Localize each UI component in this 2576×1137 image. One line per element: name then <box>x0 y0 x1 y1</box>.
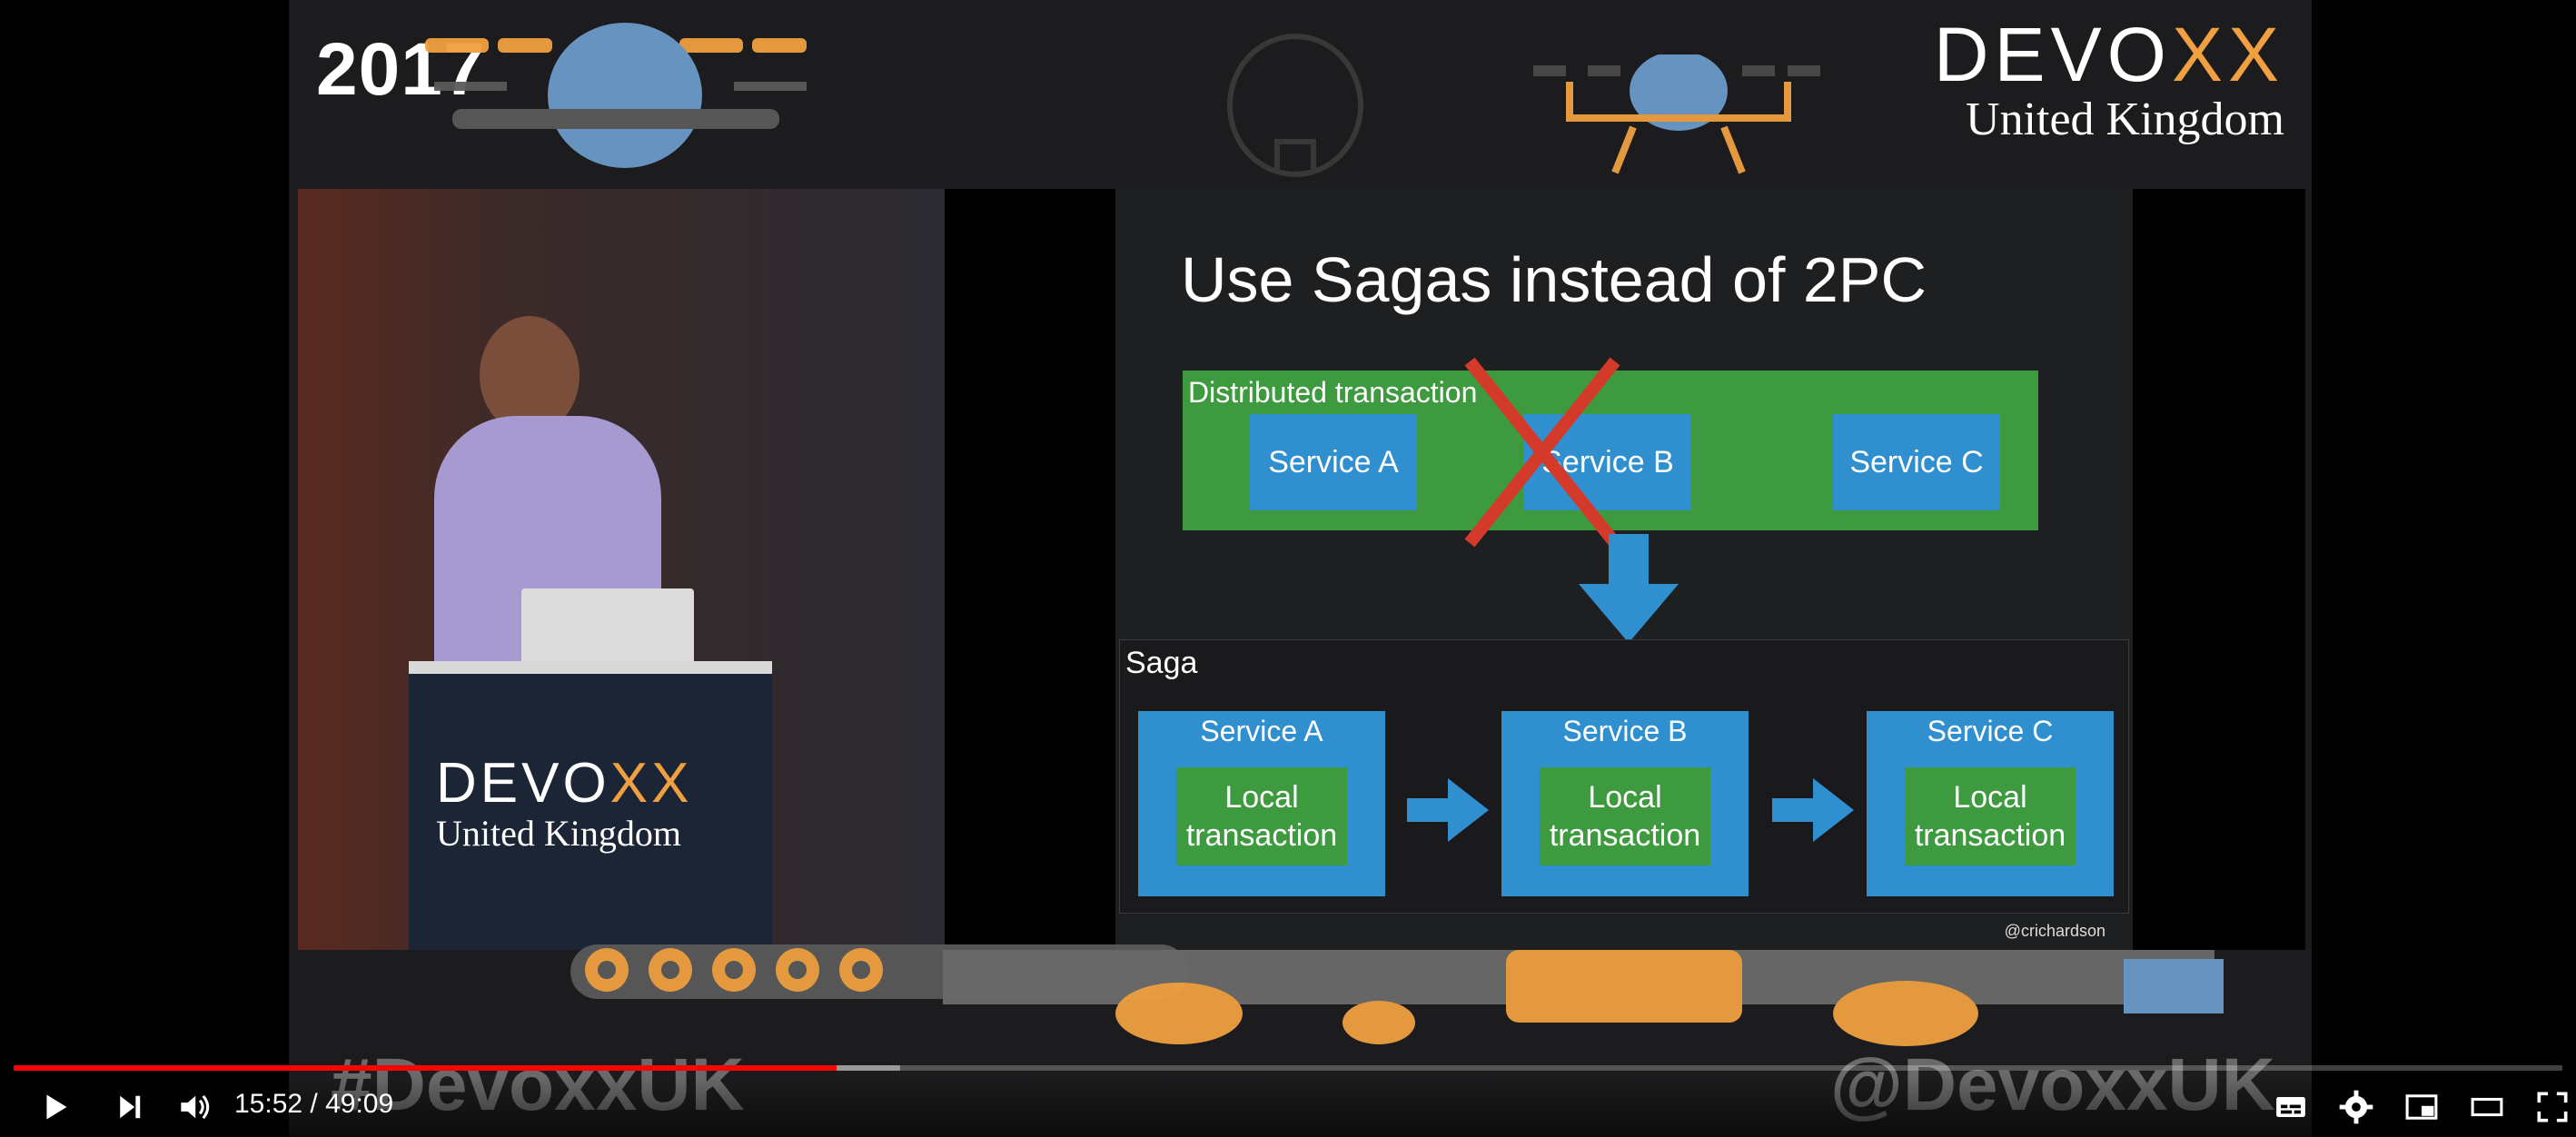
settings-button[interactable] <box>2334 1085 2378 1129</box>
distributed-transaction-label: Distributed transaction <box>1188 376 1478 409</box>
laptop <box>521 588 694 672</box>
played-bar <box>14 1065 837 1071</box>
subtitles-icon <box>2276 1097 2305 1117</box>
play-icon <box>46 1094 67 1120</box>
fullscreen-icon <box>2537 1092 2568 1122</box>
service-a-box: Service A <box>1250 414 1417 510</box>
saga-service-c: Service C Local transaction <box>1867 711 2114 896</box>
volume-button[interactable] <box>173 1085 216 1129</box>
miniplayer-icon <box>2405 1094 2438 1120</box>
saga-service-title: Service C <box>1927 715 2054 747</box>
clouds-decoration <box>943 950 2224 1046</box>
fullscreen-button[interactable] <box>2531 1085 2574 1129</box>
saga-service-a: Service A Local transaction <box>1138 711 1385 896</box>
speaker-camera: DEVOXX United Kingdom <box>298 189 945 950</box>
subtitles-button[interactable] <box>2269 1085 2313 1129</box>
brand-x: XX <box>2171 12 2284 97</box>
saga-box: Saga Service A Local transaction Service… <box>1119 639 2129 914</box>
theater-icon <box>2471 1097 2503 1117</box>
podium: DEVOXX United Kingdom <box>409 661 772 950</box>
lightbulb-decoration <box>1227 34 1363 177</box>
down-arrow-icon <box>1579 534 1679 643</box>
video-frame[interactable]: 2017 DEVOXX United Kingdom DEVOXX <box>289 0 2312 1137</box>
speaker-head <box>480 316 580 434</box>
brand-subtitle: United Kingdom <box>1966 94 2284 145</box>
drone-decoration-left <box>425 23 807 168</box>
podium-brand-x: XX <box>609 752 693 815</box>
podium-subtitle: United Kingdom <box>436 813 681 854</box>
local-transaction-box: Local transaction <box>1905 767 2076 865</box>
settings-icon <box>2339 1090 2373 1124</box>
local-transaction-box: Local transaction <box>1176 767 1347 865</box>
local-transaction-box: Local transaction <box>1540 767 1710 865</box>
saga-service-b: Service B Local transaction <box>1501 711 1749 896</box>
volume-icon <box>181 1094 210 1120</box>
slide-title: Use Sagas instead of 2PC <box>1181 244 1927 315</box>
podium-brand: DEVO <box>436 752 610 815</box>
presentation-slide: Use Sagas instead of 2PC Distributed tra… <box>1115 189 2133 950</box>
saga-service-title: Service B <box>1562 715 1688 747</box>
brand-word: DEVO <box>1933 12 2172 97</box>
right-arrow-icon <box>1772 778 1854 842</box>
podium-logo: DEVOXX United Kingdom <box>436 756 692 852</box>
time-display: 15:52 / 49:09 <box>234 1089 394 1119</box>
next-button[interactable] <box>107 1085 151 1129</box>
slide-credit: @crichardson <box>2004 922 2105 940</box>
miniplayer-button[interactable] <box>2400 1085 2443 1129</box>
cross-out-icon <box>1464 357 1620 548</box>
next-icon <box>120 1095 141 1119</box>
play-button[interactable] <box>33 1085 76 1129</box>
player-controls: 15:52 / 49:09 <box>0 1076 2576 1137</box>
saga-service-title: Service A <box>1200 715 1323 747</box>
devoxx-logo: DEVOXX United Kingdom <box>1934 16 2284 143</box>
theater-mode-button[interactable] <box>2465 1085 2509 1129</box>
right-arrow-icon <box>1407 778 1489 842</box>
saga-label: Saga <box>1125 646 1198 680</box>
service-c-box: Service C <box>1833 414 2000 510</box>
drone-decoration-right <box>1533 54 1820 174</box>
progress-bar[interactable] <box>14 1065 2562 1071</box>
